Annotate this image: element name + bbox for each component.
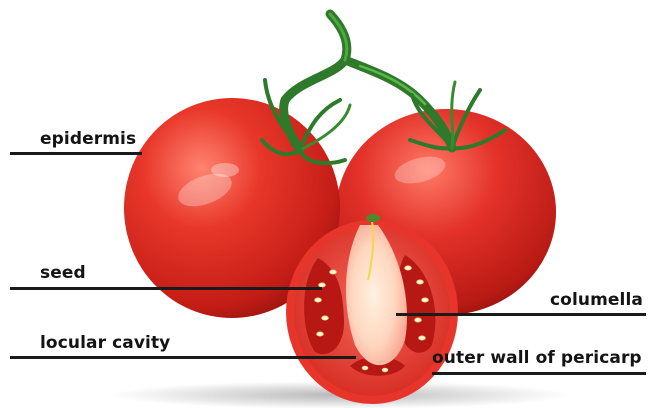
outer-wall-leader-line <box>432 372 646 375</box>
outer-wall-label: outer wall of pericarp <box>432 350 642 367</box>
epidermis-leader-line <box>10 152 142 155</box>
epidermis-label: epidermis <box>40 131 136 148</box>
locular-cavity-leader-line <box>10 356 356 359</box>
columella-label: columella <box>550 292 643 309</box>
seed-leader-line <box>10 287 322 290</box>
locular-cavity-label: locular cavity <box>40 335 170 352</box>
seed-label: seed <box>40 265 86 282</box>
columella-leader-line <box>396 313 646 316</box>
